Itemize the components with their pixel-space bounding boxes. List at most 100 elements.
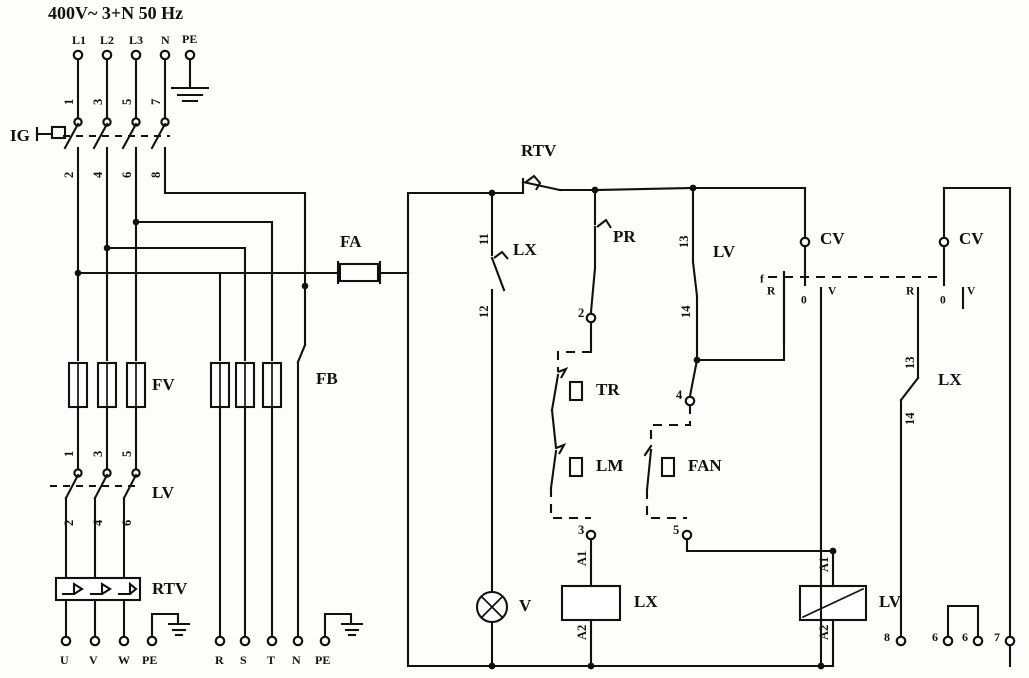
control-rtv-label: RTV bbox=[521, 141, 557, 160]
terminal-node-u[interactable] bbox=[60, 635, 72, 647]
motor-fuse-label: FV bbox=[152, 375, 175, 394]
tr-blade[interactable] bbox=[550, 373, 560, 412]
terminal-4-label: 4 bbox=[676, 388, 683, 402]
pr-contact-hook bbox=[596, 218, 612, 229]
terminal-node-l3[interactable] bbox=[130, 49, 142, 61]
supply-terminal-group: L1 L2 L3 N PE bbox=[72, 32, 210, 122]
terminal-node-8[interactable] bbox=[895, 635, 907, 647]
selector-cv-left-node[interactable] bbox=[799, 236, 811, 248]
control-branch-pr-tr-lm[interactable]: PR 2 TR LM 3 A1 LX A2 bbox=[549, 188, 658, 668]
control-branch-lx-lamp[interactable]: LX 11 12 V bbox=[475, 191, 537, 668]
control-fuse-fa[interactable]: FA bbox=[76, 191, 410, 285]
wire-n-fb-blade bbox=[296, 343, 307, 364]
selector-cv-left-pos-0: 0 bbox=[801, 295, 807, 307]
tr-dashed-link-top bbox=[556, 350, 591, 372]
rtv-element-3 bbox=[118, 581, 138, 596]
terminal-node-pe-motor[interactable] bbox=[146, 635, 158, 647]
lm-blade[interactable] bbox=[549, 449, 558, 490]
terminal-node-pe[interactable] bbox=[184, 49, 196, 61]
selector-cv-right-pos-0: 0 bbox=[940, 295, 946, 307]
fa-fuse-body[interactable] bbox=[338, 262, 380, 283]
terminal-node-n[interactable] bbox=[159, 49, 171, 61]
terminal-node-6a[interactable] bbox=[942, 635, 954, 647]
motor-terminal-label-v: V bbox=[89, 653, 98, 667]
selector-cv-left[interactable]: CV f R 0 V bbox=[760, 186, 944, 668]
terminal-node-pe-aux[interactable] bbox=[319, 635, 331, 647]
terminal-3-node[interactable] bbox=[585, 529, 597, 541]
lv-in-num-1: 1 bbox=[62, 451, 76, 457]
lm-switch-label: LM bbox=[596, 456, 623, 475]
control-branch-lv-fan[interactable]: LV 13 14 4 FAN 5 A1 LV A2 bbox=[643, 186, 902, 668]
lx-contact-blade[interactable] bbox=[490, 256, 506, 292]
ig-handle-box[interactable] bbox=[50, 125, 67, 140]
supply-terminal-label-l2: L2 bbox=[100, 33, 114, 47]
aux-fuse-group-fb[interactable]: FB bbox=[209, 361, 338, 638]
terminal-node-n-aux[interactable] bbox=[292, 635, 304, 647]
ig-blade-2[interactable] bbox=[92, 122, 109, 150]
supply-terminal-label-n: N bbox=[161, 33, 170, 47]
motor-fuse-group-fv[interactable]: FV bbox=[67, 361, 175, 472]
rtv-nc-symbol[interactable] bbox=[525, 174, 542, 191]
lv-blade-2[interactable] bbox=[93, 473, 109, 500]
fan-switch-box[interactable] bbox=[660, 456, 676, 478]
terminal-jumper-6-6 bbox=[946, 604, 980, 637]
terminal-5-node[interactable] bbox=[681, 529, 693, 541]
pr-terminal-2-label: 2 bbox=[578, 306, 584, 320]
selector-cv-left-pos-r: R bbox=[767, 286, 776, 298]
selector-lx-num-14: 14 bbox=[903, 412, 917, 425]
bottom-terminal-label-7: 7 bbox=[994, 630, 1000, 644]
rtv-blade[interactable] bbox=[521, 180, 562, 192]
control-fuse-label: FA bbox=[340, 232, 362, 251]
lx-coil-a1-label: A1 bbox=[575, 551, 589, 566]
terminal-node-r[interactable] bbox=[214, 635, 226, 647]
lv-contact-blade[interactable] bbox=[691, 260, 699, 298]
lv-coil-diagonal bbox=[801, 587, 865, 619]
tr-switch-label: TR bbox=[596, 380, 620, 399]
lm-contact-hook bbox=[555, 443, 567, 455]
motor-terminal-label-pe: PE bbox=[142, 653, 157, 667]
fan-dashed-link-top bbox=[649, 405, 692, 446]
pr-terminal-2-node[interactable] bbox=[585, 312, 597, 324]
junction-n-fa bbox=[301, 282, 309, 290]
main-switch-ig[interactable]: IG 1 3 5 7 2 4 6 8 bbox=[10, 99, 170, 178]
tr-switch-box[interactable] bbox=[568, 380, 584, 402]
terminal-node-l2[interactable] bbox=[101, 49, 113, 61]
terminal-node-w[interactable] bbox=[118, 635, 130, 647]
selector-cv-right-node[interactable] bbox=[938, 236, 950, 248]
terminal-4-node[interactable] bbox=[684, 395, 696, 407]
pr-blade-lower[interactable] bbox=[589, 266, 597, 314]
overload-relay-label: RTV bbox=[152, 579, 188, 598]
selector-lx-contact-label: LX bbox=[938, 370, 962, 389]
lv-coil-label: LV bbox=[879, 592, 902, 611]
fan-blade[interactable] bbox=[645, 448, 653, 492]
aux-terminal-label-pe: PE bbox=[315, 653, 330, 667]
terminal-node-6b[interactable] bbox=[972, 635, 984, 647]
overload-relay-rtv[interactable]: RTV bbox=[54, 576, 188, 638]
bottom-right-terminal-group: 8 6 6 7 bbox=[884, 604, 1016, 647]
selector-cv-right[interactable]: CV R 0 V LX 13 14 bbox=[899, 186, 1012, 668]
main-contactor-label: LV bbox=[152, 483, 175, 502]
terminal-node-t[interactable] bbox=[266, 635, 278, 647]
terminal-node-l1[interactable] bbox=[72, 49, 84, 61]
main-contactor-lv-contacts[interactable]: LV 1 3 5 2 4 6 bbox=[50, 451, 175, 580]
lx-contact-num-11: 11 bbox=[477, 233, 491, 245]
fan-contact-hook bbox=[643, 444, 653, 457]
lx-coil-body[interactable] bbox=[560, 584, 622, 622]
ig-blade-1[interactable] bbox=[63, 122, 80, 150]
lv-in-num-5: 5 bbox=[120, 451, 134, 457]
lv-contact-num-13: 13 bbox=[677, 236, 691, 249]
rtv-body[interactable] bbox=[54, 576, 142, 602]
fan-dashed-link-bottom bbox=[645, 490, 687, 520]
wire-tr-to-lm bbox=[550, 408, 558, 450]
ig-in-num-7: 7 bbox=[149, 99, 163, 105]
supply-terminal-label-l3: L3 bbox=[129, 33, 143, 47]
selector-lx-blade[interactable] bbox=[899, 376, 920, 402]
terminal-node-v[interactable] bbox=[89, 635, 101, 647]
lv-blade-1[interactable] bbox=[64, 473, 80, 500]
lm-switch-box[interactable] bbox=[568, 456, 584, 478]
lx-contact-num-12: 12 bbox=[477, 306, 491, 319]
terminal-node-7[interactable] bbox=[1004, 635, 1016, 647]
motor-terminal-group: U V W PE bbox=[60, 612, 191, 667]
terminal-node-s[interactable] bbox=[239, 635, 251, 647]
aux-terminal-label-n: N bbox=[292, 653, 301, 667]
